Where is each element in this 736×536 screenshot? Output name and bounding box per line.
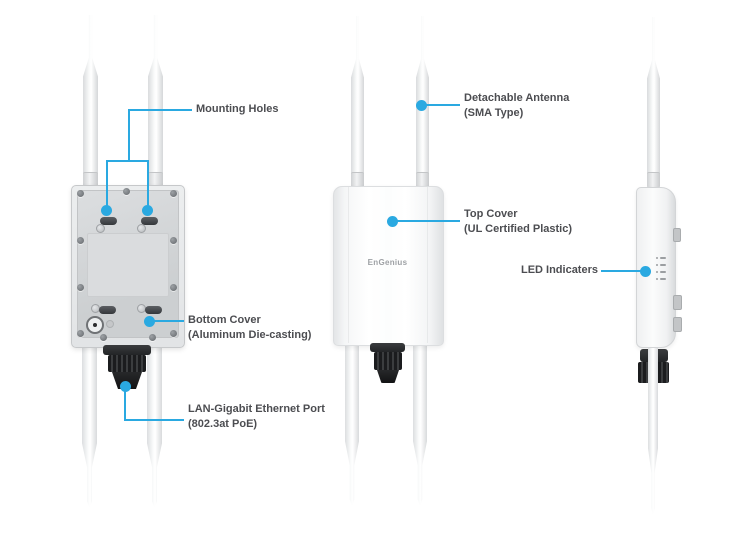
antenna-mount [141,217,158,225]
cable-gland [377,370,399,383]
led-indicator [656,271,668,273]
antenna-connector [148,172,163,187]
ground-port [86,316,104,334]
screw [77,237,84,244]
callout-dot-bottom-cover [144,316,155,327]
label-top-cover: Top Cover (UL Certified Plastic) [464,207,572,237]
screw [170,190,177,197]
led-indicator [656,278,668,280]
label-subtext: (SMA Type) [464,107,524,119]
led-indicator [656,264,668,266]
label-text: Bottom Cover [188,314,261,326]
screw [77,284,84,291]
cable-gland [112,372,142,389]
label-text: LED Indicaters [520,264,598,276]
callout-line [106,160,149,162]
connector [145,306,162,314]
callout-line [426,104,460,106]
screw [77,190,84,197]
callout-line [128,110,130,162]
callout-line [601,270,642,272]
label-text: Top Cover [464,208,518,220]
top-cover [333,186,444,346]
label-subtext: (UL Certified Plastic) [464,223,572,235]
screw [77,330,84,337]
antenna-connector [83,172,98,187]
screw [170,330,177,337]
screw [123,188,130,195]
label-mounting-holes: Mounting Holes [196,102,279,117]
callout-line [124,390,126,420]
callout-line [124,419,184,421]
antenna-mount [137,224,146,233]
antenna-mount [96,224,105,233]
connector [106,320,114,328]
callout-dot-led [640,266,651,277]
label-led-indicators: LED Indicaters [468,263,598,278]
antenna-icon [648,348,658,515]
hinge-tab [673,295,682,310]
led-indicator [656,257,668,259]
callout-dot-lan-port [120,381,131,392]
label-text: Mounting Holes [196,103,279,115]
antenna-connector [647,172,660,187]
access-panel [87,233,169,297]
screw [100,334,107,341]
callout-dot-top-cover [387,216,398,227]
label-subtext: (802.3at PoE) [188,418,258,430]
screw [170,237,177,244]
antenna-mount [100,217,117,225]
callout-line [106,161,108,207]
brand-logo: EnGenius [367,258,408,267]
label-text: Detachable Antenna [464,92,570,104]
callout-line [397,220,460,222]
cable-gland [374,352,402,370]
connector [99,306,116,314]
callout-dot-antenna [416,100,427,111]
callout-line [147,161,149,207]
cover-edge [348,187,349,343]
hinge-tab [673,317,682,332]
cable-gland [103,345,151,355]
label-bottom-cover: Bottom Cover (Aluminum Die-casting) [188,313,311,343]
callout-dot-mounting-hole [101,205,112,216]
callout-dot-mounting-hole [142,205,153,216]
screw [170,284,177,291]
cable-gland [108,355,146,372]
antenna-connector [351,172,364,187]
screw [149,334,156,341]
cable-gland [370,343,405,352]
label-subtext: (Aluminum Die-casting) [188,329,312,341]
antenna-connector [416,172,429,187]
label-text: LAN-Gigabit Ethernet Port [188,403,325,415]
callout-line [128,109,192,111]
hinge-tab [673,228,681,242]
label-lan-port: LAN-Gigabit Ethernet Port (802.3at PoE) [188,402,325,432]
label-detachable-antenna: Detachable Antenna (SMA Type) [464,91,569,121]
cover-edge [427,187,428,343]
callout-line [154,320,184,322]
